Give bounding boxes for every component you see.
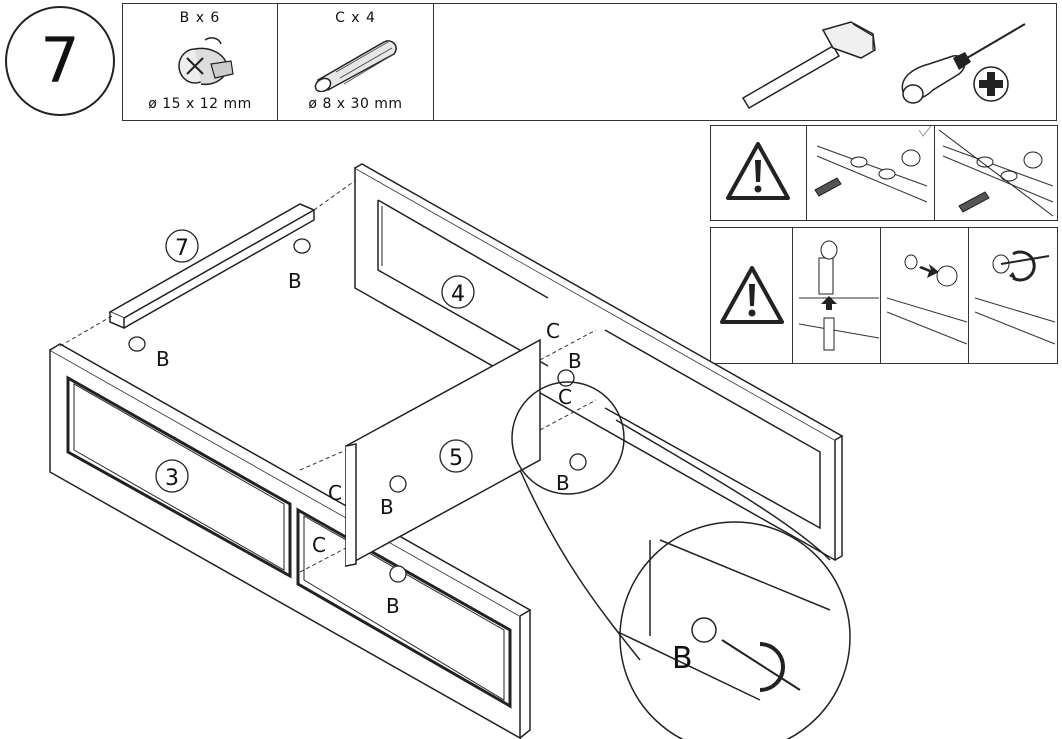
label-b: B (556, 471, 570, 495)
label-b: B (288, 269, 302, 293)
step-number: 7 (40, 24, 80, 97)
warning-cell (711, 228, 793, 363)
cam-insert-frame (793, 228, 881, 363)
part-dim-b: ø 15 x 12 mm (148, 96, 252, 112)
label-b: B (386, 594, 400, 618)
dowel-correct-frame (807, 126, 935, 220)
label-c: C (328, 481, 342, 505)
part-labels: B B B B B B B C C C C (156, 269, 693, 676)
label-b: B (568, 349, 582, 373)
part-label-b: B x 6 (179, 10, 221, 26)
part-cell-b: B x 6 ø 15 x 12 mm (123, 4, 278, 120)
detail-zoom (511, 381, 851, 739)
dowel-incorrect-frame (935, 126, 1057, 220)
label-c: C (546, 319, 560, 343)
part-dim-c: ø 8 x 30 mm (308, 96, 403, 112)
label-b: B (672, 641, 693, 676)
cam-push-frame (881, 228, 969, 363)
cam-locks (128, 238, 587, 583)
cam-insert-illustration (798, 240, 880, 351)
warning-cell (711, 126, 807, 220)
dowel-incorrect-illustration (938, 129, 1054, 217)
cam-push-illustration (886, 254, 968, 345)
warning-panel-cams (710, 227, 1058, 364)
cam-turn-frame (969, 228, 1057, 363)
callout-4: 4 (451, 282, 465, 307)
label-b: B (156, 347, 170, 371)
assembly-guides (59, 179, 597, 573)
panel-callouts: 7 4 5 3 (155, 229, 475, 493)
warning-icon (726, 142, 790, 200)
label-c: C (312, 533, 326, 557)
dowel-correct-illustration (814, 126, 932, 203)
warning-panel-dowels (710, 125, 1058, 221)
hammer-icon (741, 21, 876, 110)
label-b: B (380, 495, 394, 519)
step-number-circle: 7 (5, 6, 115, 116)
callout-5: 5 (449, 446, 463, 471)
wood-dowel-icon (314, 40, 397, 92)
cam-turn-illustration (974, 250, 1056, 345)
back-panel (354, 163, 844, 562)
callout-3: 3 (165, 466, 179, 491)
callout-7: 7 (175, 236, 189, 261)
part-label-c: C x 4 (335, 10, 376, 26)
part-cell-c: C x 4 ø 8 x 30 mm (278, 4, 434, 120)
cam-lock-icon (178, 37, 234, 86)
label-c: C (558, 385, 572, 409)
phillips-screwdriver-icon (901, 23, 1026, 104)
phillips-head-icon (973, 66, 1009, 102)
warning-icon (720, 266, 784, 324)
top-rail (108, 203, 316, 330)
parts-bar: B x 6 ø 15 x 12 mm C x 4 ø 8 x 30 mm (122, 3, 1057, 121)
